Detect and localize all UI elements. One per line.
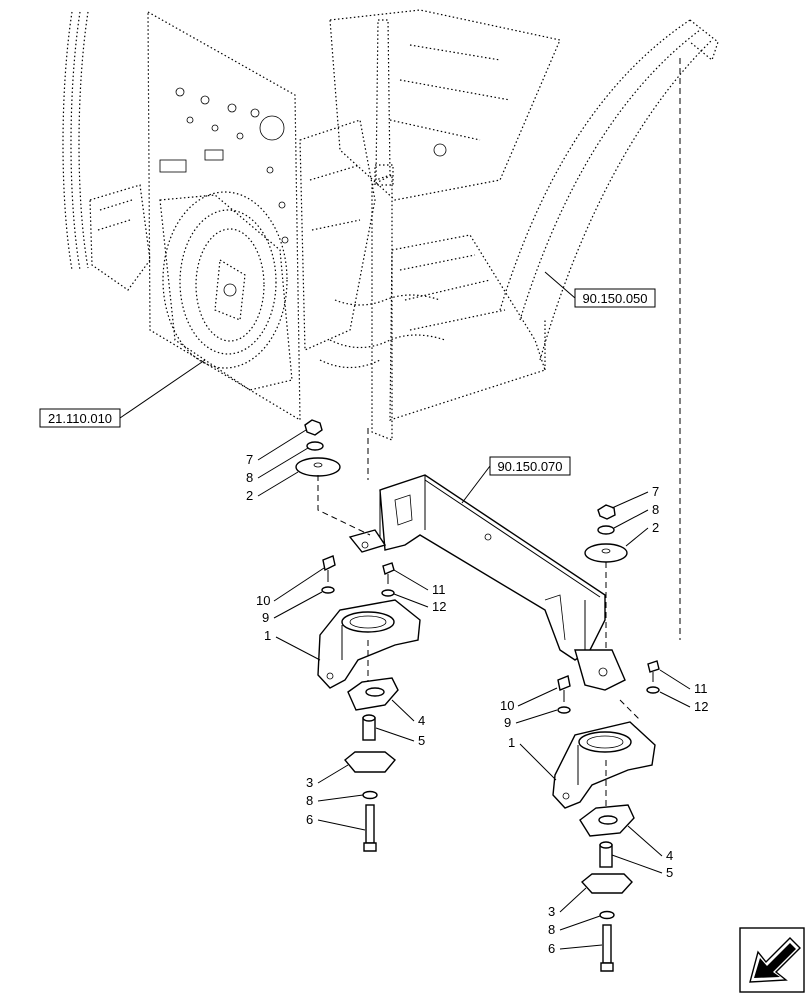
- callout-left-4: 4: [418, 713, 425, 728]
- callout-left-3: 3: [306, 775, 313, 790]
- ref-box-fender[interactable]: 90.150.050: [574, 288, 656, 308]
- callout-right-6: 6: [548, 941, 555, 956]
- crossmember: [348, 474, 626, 691]
- callout-left-12: 12: [432, 599, 446, 614]
- ref-box-cab-frame[interactable]: 21.110.010: [39, 408, 121, 428]
- callout-right-8b: 8: [548, 922, 555, 937]
- callout-right-11: 11: [694, 681, 708, 696]
- callout-left-8: 8: [246, 470, 253, 485]
- callout-right-1: 1: [508, 735, 515, 750]
- callout-right-8: 8: [652, 502, 659, 517]
- callout-left-9: 9: [262, 610, 269, 625]
- callout-left-8b: 8: [306, 793, 313, 808]
- ref-box-crossmember[interactable]: 90.150.070: [489, 456, 571, 476]
- left-callouts: 7 8 2 10 11 9 12 1 4 5 3 8 6: [246, 429, 446, 831]
- callout-right-5: 5: [666, 865, 673, 880]
- cab-assembly: [62, 9, 719, 640]
- callout-left-5: 5: [418, 733, 425, 748]
- ref-cab-frame-label: 21.110.010: [48, 411, 112, 426]
- flywheel-housing: [159, 191, 293, 391]
- ref-fender-label: 90.150.050: [582, 291, 647, 306]
- left-mount-stack: [295, 419, 421, 852]
- callout-left-10: 10: [256, 593, 270, 608]
- callout-left-6: 6: [306, 812, 313, 827]
- callout-left-7: 7: [246, 452, 253, 467]
- callout-right-10: 10: [500, 698, 514, 713]
- callout-right-4: 4: [666, 848, 673, 863]
- rear-fender: [499, 19, 719, 370]
- ref-crossmember-label: 90.150.070: [497, 459, 562, 474]
- right-callouts: 7 8 2 11 10 9 12 1 4 5 3 8 6: [500, 484, 708, 956]
- right-mount-stack: [552, 504, 660, 972]
- callout-right-12: 12: [694, 699, 708, 714]
- cab-post: [371, 19, 394, 441]
- callout-right-2: 2: [652, 520, 659, 535]
- callout-left-1: 1: [264, 628, 271, 643]
- callout-right-3: 3: [548, 904, 555, 919]
- previous-page-button[interactable]: [739, 927, 805, 993]
- arrow-left-icon: [749, 937, 801, 983]
- callout-left-2: 2: [246, 488, 253, 503]
- callout-right-7: 7: [652, 484, 659, 499]
- callout-right-9: 9: [504, 715, 511, 730]
- callout-left-11: 11: [432, 582, 446, 597]
